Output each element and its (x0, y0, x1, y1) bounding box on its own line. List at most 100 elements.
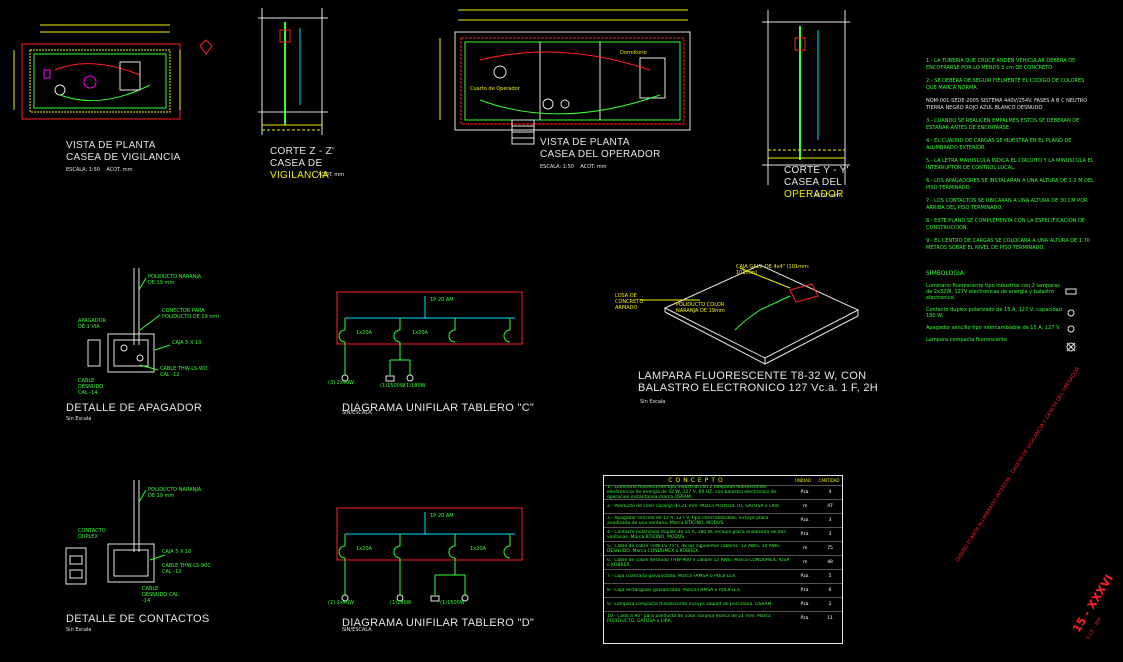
apagador-detail-scale: Sin Escala (66, 416, 92, 422)
contactos-detail (65, 480, 166, 585)
tablero-d-load-3: (1)1500W (440, 600, 465, 606)
tablero-c-breaker-1: 1x20A (356, 330, 372, 336)
apagador-label-cable: CABLE THW-LS-90C CAL -12 (160, 366, 209, 378)
contactos-label-caja: CAJA 5 X 10 (162, 549, 192, 555)
lampara-title-line2: BALASTRO ELECTRONICO 127 Vc.a. 1 F, 2H (638, 382, 879, 394)
lampara-label-losa: LOSA DE CONCRETO ARMADO (615, 293, 644, 311)
note-item: 1.- LA TUBERIA QUE CRUCE ANDEN VEHICULAR… (926, 58, 1076, 71)
vigilancia-plan-title: VISTA DE PLANTA CASEA DE VIGILANCIA (66, 140, 181, 164)
lampara-isometric (640, 264, 860, 365)
vigilancia-scale: ESCALA: 1:50 ACOT. mm (66, 167, 133, 173)
table-row: 8.- Caja rectangular galvanizada. Marca … (604, 583, 842, 597)
tablero-d-diagram (336, 507, 523, 602)
corte-y-title-line3: OPERADOR (784, 189, 844, 200)
general-notes: 1.- LA TUBERIA QUE CRUCE ANDEN VEHICULAR… (926, 58, 1096, 258)
operador-title-line2: CASEA DEL OPERADOR (540, 149, 661, 160)
tablero-d-load-1: (2) 2x40W (328, 600, 355, 606)
lampara-label-poliducto: POLIDUCTO COLOR NARANJA DE 19mm (676, 302, 725, 314)
corte-z-title-line1: CORTE Z - Z' (270, 146, 335, 157)
table-row: 4.- Contacto polarizado duplex de 15 A, … (604, 527, 842, 541)
concepto-header-row: CONCEPTO UNIDAD CANTIDAD (604, 476, 842, 485)
corte-y-title: CORTE Y - Y' CASEA DEL OPERADOR (784, 165, 849, 201)
legend-item-contacto: Contacto duplex polarizado de 15 A, 127 … (926, 307, 1062, 319)
corte-z-section (258, 8, 328, 135)
table-row: 1.- Luminario fluorescente tipo industri… (604, 485, 842, 500)
concepto-col-qty: CANTIDAD (818, 478, 840, 483)
note-item: 4.- EL CUADRO DE CARGAS SE MUESTRA EN EL… (926, 138, 1072, 151)
note-item: 2.- SE DEBERA DE SEGUIR FIELMENTE EL COD… (926, 78, 1085, 91)
room-label-operador: Cuarto de Operador (470, 86, 520, 92)
note-item: NOM-001-SEDE-2005 SISTEMA 440V/254V. FAS… (926, 98, 1088, 111)
tablero-d-load-2: (1)180W (390, 600, 412, 606)
contactos-label-desnudo: CABLE DESNUDO CAL -14 (142, 586, 179, 604)
vigilancia-title-line1: VISTA DE PLANTA (66, 140, 156, 151)
tablero-c-diagram (336, 291, 523, 382)
table-row: 7.- Caja cuadrada galvanizada. Marca FAM… (604, 569, 842, 583)
apagador-label-poliducto: POLIDUCTO NARANJA DE 19 mm (148, 274, 202, 286)
table-row: 2.- Poliducto de color naranja de 21 mm.… (604, 499, 842, 513)
legend-item-apagador: Apagador sencillo tipo intercambiable de… (926, 325, 1061, 331)
tablero-c-breaker-2: 1x20A (412, 330, 428, 336)
concepto-col-unit: UNIDAD (795, 478, 811, 483)
operador-plan (439, 9, 691, 145)
note-item: 6.- LOS APAGADORES SE INSTALARAN A UNA A… (926, 178, 1094, 191)
apagador-detail (87, 268, 171, 373)
table-row: 5.- Cable de cobre THW-LS-75°C de los si… (604, 541, 842, 555)
note-item: 3.- CUANDO SE REALICEN EMPALMES ESTOS SE… (926, 118, 1080, 131)
concepto-header: CONCEPTO (668, 477, 726, 484)
lampara-title: LAMPARA FLUORESCENTE T8-32 W, CON BALAST… (638, 370, 878, 394)
note-item: 5.- LA LETRA MAYUSCULA INDICA EL CIRCUIT… (926, 158, 1094, 171)
corte-z-title-line2: CASEA DE (270, 158, 323, 169)
apagador-label-desnudo: CABLE DESNUDO CAL -14 (78, 378, 104, 396)
room-label-dormitorio: Dormitorio (620, 50, 647, 56)
note-item: 9.- EL CENTRO DE CARGAS SE COLOCARA A UN… (926, 238, 1090, 251)
table-row: 6.- Cable de cobre desnudo THW-900 V cal… (604, 555, 842, 569)
legend-item-luminario: Luminario fluorescente tipo industrial c… (926, 283, 1060, 301)
corte-z-title-line3: VIGILANCIA (270, 170, 330, 181)
corte-y-title-line1: CORTE Y - Y' (784, 165, 849, 176)
table-row: 9.- Lampara compacta fluorescente incluy… (604, 597, 842, 611)
note-item: 8.- ESTE PLANO SE COMPLEMENTA CON LA ESP… (926, 218, 1085, 231)
table-row: 3.- Apagador sencillo de 15 A, 127 V, ti… (604, 513, 842, 527)
concepto-table: CONCEPTO UNIDAD CANTIDAD 1.- Luminario f… (603, 475, 843, 644)
tablero-d-title: DIAGRAMA UNIFILAR TABLERO "D" (342, 617, 535, 629)
contactos-label-poliducto: POLIDUCTO NARANJA DE 19 mm (148, 487, 202, 499)
simbologia-heading: SIMBOLOGIA: (926, 270, 966, 277)
tablero-c-scale: SIN/ESCALA (342, 410, 372, 416)
lampara-scale: Sin Escala (640, 399, 666, 405)
operador-plan-title: VISTA DE PLANTA CASEA DEL OPERADOR (540, 137, 661, 161)
tablero-c-main-breaker: 1P-20 AM (430, 297, 454, 303)
tablero-d-breaker-2: 1x20A (470, 546, 486, 552)
lampara-label-caja: CAJA GALV. DE 4x4" (101mm: 101mm) (736, 264, 810, 276)
tablero-c-load-1: (3) 2x40W (328, 380, 355, 386)
corte-y-section (762, 10, 850, 185)
lampara-title-line1: LAMPARA FLUORESCENTE T8-32 W, CON (638, 370, 867, 382)
corte-y-acot: ACOT. mm (814, 193, 841, 199)
corte-z-acot: ACOT. mm (318, 172, 345, 178)
simbologia-symbols (1065, 288, 1077, 352)
apagador-label-conector: CONECTOR PARA POLIDUCTO DE 19 mm (162, 308, 220, 320)
apagador-detail-title: DETALLE DE APAGADOR (66, 402, 203, 414)
tablero-d-scale: SIN/ESCALA (342, 627, 372, 633)
legend-item-lampara: Lampara compacta fluorescente (926, 337, 1007, 343)
contactos-label-contacto: CONTACTO DUPLEX (78, 528, 106, 540)
corte-y-title-line2: CASEA DEL (784, 177, 843, 188)
operador-title-line1: VISTA DE PLANTA (540, 137, 630, 148)
contactos-label-cable: CABLE THW-LS-90C CAL -12 (162, 563, 211, 575)
apagador-label-apagador: APAGADOR DE 1 VIA (78, 318, 107, 330)
corte-z-title: CORTE Z - Z' CASEA DE VIGILANCIA (270, 146, 334, 182)
note-item: 7.- LOS CONTACTOS SE UBICARAN A UNA ALTU… (926, 198, 1088, 211)
vigilancia-plan (13, 24, 213, 120)
tablero-d-breaker-1: 1x20A (356, 546, 372, 552)
simbologia-legend: SIMBOLOGIA: Luminario fluorescente tipo … (926, 270, 1066, 349)
contactos-detail-scale: Sin Escala (66, 627, 92, 633)
table-row: 10.- Codo a 90° para poliducto de color … (604, 611, 842, 625)
tablero-c-load-3: (1)180W (404, 383, 426, 389)
tablero-d-main-breaker: 1P-20 AM (430, 513, 454, 519)
vigilancia-title-line2: CASEA DE VIGILANCIA (66, 152, 181, 163)
contactos-detail-title: DETALLE DE CONTACTOS (66, 613, 210, 625)
tablero-c-title: DIAGRAMA UNIFILAR TABLERO "C" (342, 402, 535, 414)
apagador-label-caja: CAJA 5 X 10 (172, 340, 202, 346)
operador-scale: ESCALA: 1:50 ACOT. mm (540, 164, 607, 170)
